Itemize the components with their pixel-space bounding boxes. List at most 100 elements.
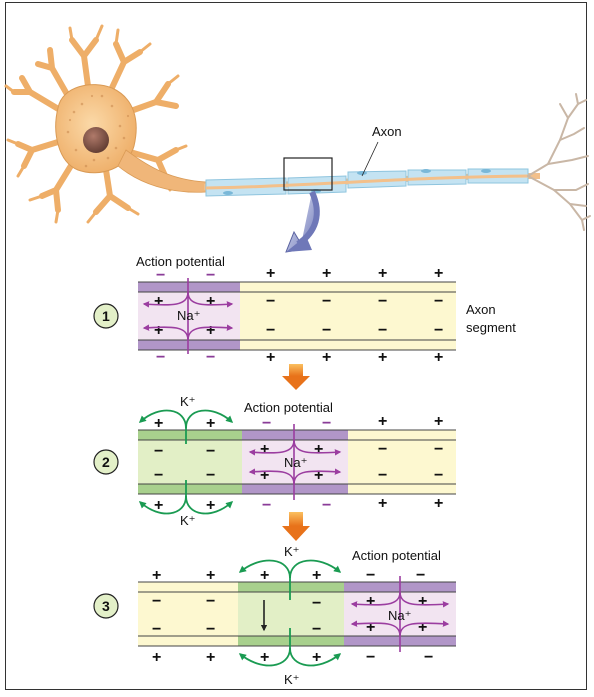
charge-plus: +	[434, 265, 443, 282]
charge-plus: +	[260, 467, 269, 484]
step-3-panel: Action potential K⁺ K⁺ + + + + − − − − −…	[93, 544, 456, 687]
k-efflux-arrows	[138, 409, 234, 515]
charge-minus: −	[266, 293, 275, 310]
na-label: Na⁺	[284, 455, 307, 470]
charge-minus: −	[322, 293, 331, 310]
charge-minus: −	[322, 322, 331, 339]
charge-plus: +	[260, 567, 269, 584]
charge-plus: +	[206, 497, 215, 514]
cell-texture	[66, 94, 130, 168]
neuron: Axon	[4, 24, 591, 231]
charge-minus: −	[206, 349, 215, 366]
charge-plus: +	[266, 265, 275, 282]
charge-minus: −	[366, 649, 375, 666]
charge-plus: +	[418, 593, 427, 610]
charge-plus: +	[322, 265, 331, 282]
axon-label: Axon	[372, 124, 402, 139]
k-label: K⁺	[284, 544, 300, 559]
charge-minus: −	[156, 267, 165, 284]
charge-minus: −	[206, 443, 215, 460]
magnification-box	[283, 157, 333, 191]
charge-plus: +	[418, 619, 427, 636]
step-3-number: 3	[102, 598, 110, 614]
charge-plus: +	[366, 593, 375, 610]
charge-minus: −	[322, 497, 331, 514]
charge-minus: −	[434, 441, 443, 458]
step-3-action-potential-label: Action potential	[352, 548, 441, 563]
charge-plus: +	[154, 322, 163, 339]
charge-plus: +	[154, 415, 163, 432]
charge-plus: +	[434, 349, 443, 366]
charge-plus: +	[206, 649, 215, 666]
charge-minus: −	[366, 567, 375, 584]
charge-minus: −	[266, 322, 275, 339]
step-2-number: 2	[102, 454, 110, 470]
charge-plus: +	[312, 567, 321, 584]
axon-label-leader	[361, 141, 379, 177]
membrane-repolarized	[238, 582, 344, 646]
step-3-circle	[93, 593, 119, 619]
charge-minus: −	[416, 567, 425, 584]
charge-minus: −	[154, 443, 163, 460]
charge-minus: −	[206, 267, 215, 284]
charge-minus: −	[378, 441, 387, 458]
charge-minus: −	[262, 497, 271, 514]
charge-minus: −	[322, 415, 331, 432]
axon-segment-label: Axon	[466, 302, 496, 317]
charge-minus: −	[434, 467, 443, 484]
charge-minus: −	[152, 593, 161, 610]
nucleus	[83, 127, 109, 153]
charge-minus: −	[424, 649, 433, 666]
na-influx-arrows	[350, 576, 450, 652]
charge-minus: −	[206, 621, 215, 638]
step-1-circle	[93, 303, 119, 329]
na-label: Na⁺	[177, 308, 200, 323]
membrane-depolarized	[242, 430, 348, 494]
step-1-panel: Action potential − − + + + + + + − − − −…	[93, 254, 516, 366]
step-2-action-potential-label: Action potential	[244, 400, 333, 415]
transition-arrow-2	[282, 512, 310, 541]
step-2-panel: Action potential K⁺ K⁺ + + − − + + − − +…	[93, 394, 456, 528]
charge-plus: +	[322, 349, 331, 366]
charge-minus: −	[312, 621, 321, 638]
charge-minus: −	[206, 593, 215, 610]
k-label: K⁺	[180, 513, 196, 528]
charge-plus: +	[152, 567, 161, 584]
charge-plus: +	[206, 415, 215, 432]
charge-plus: +	[152, 649, 161, 666]
step-1-action-potential-label: Action potential	[136, 254, 225, 269]
axon-core-front	[205, 174, 531, 190]
zoom-arrow-head	[286, 236, 312, 252]
charge-minus: −	[378, 322, 387, 339]
charge-plus: +	[434, 413, 443, 430]
charge-plus: +	[260, 441, 269, 458]
charge-plus: +	[314, 441, 323, 458]
axon-segment-label-2: segment	[466, 320, 516, 335]
charge-plus: +	[378, 495, 387, 512]
charge-plus: +	[154, 293, 163, 310]
charge-plus: +	[378, 349, 387, 366]
axon-terminals	[527, 93, 591, 231]
charge-plus: +	[206, 322, 215, 339]
charge-plus: +	[378, 413, 387, 430]
k-efflux-arrows	[238, 559, 342, 667]
step-1-number: 1	[102, 308, 110, 324]
transition-arrow-1	[282, 364, 310, 390]
charge-minus: −	[154, 467, 163, 484]
charge-plus: +	[312, 649, 321, 666]
charge-minus: −	[152, 621, 161, 638]
k-label: K⁺	[284, 672, 300, 687]
charge-plus: +	[154, 497, 163, 514]
charge-plus: +	[206, 293, 215, 310]
charge-plus: +	[378, 265, 387, 282]
charge-minus: −	[378, 293, 387, 310]
charge-minus: −	[206, 467, 215, 484]
charge-plus: +	[366, 619, 375, 636]
membrane-depolarized	[138, 282, 240, 350]
charge-minus: −	[262, 415, 271, 432]
dendrites	[4, 24, 188, 224]
charge-plus: +	[206, 567, 215, 584]
step-2-circle	[93, 449, 119, 475]
na-influx-arrows	[142, 278, 234, 354]
